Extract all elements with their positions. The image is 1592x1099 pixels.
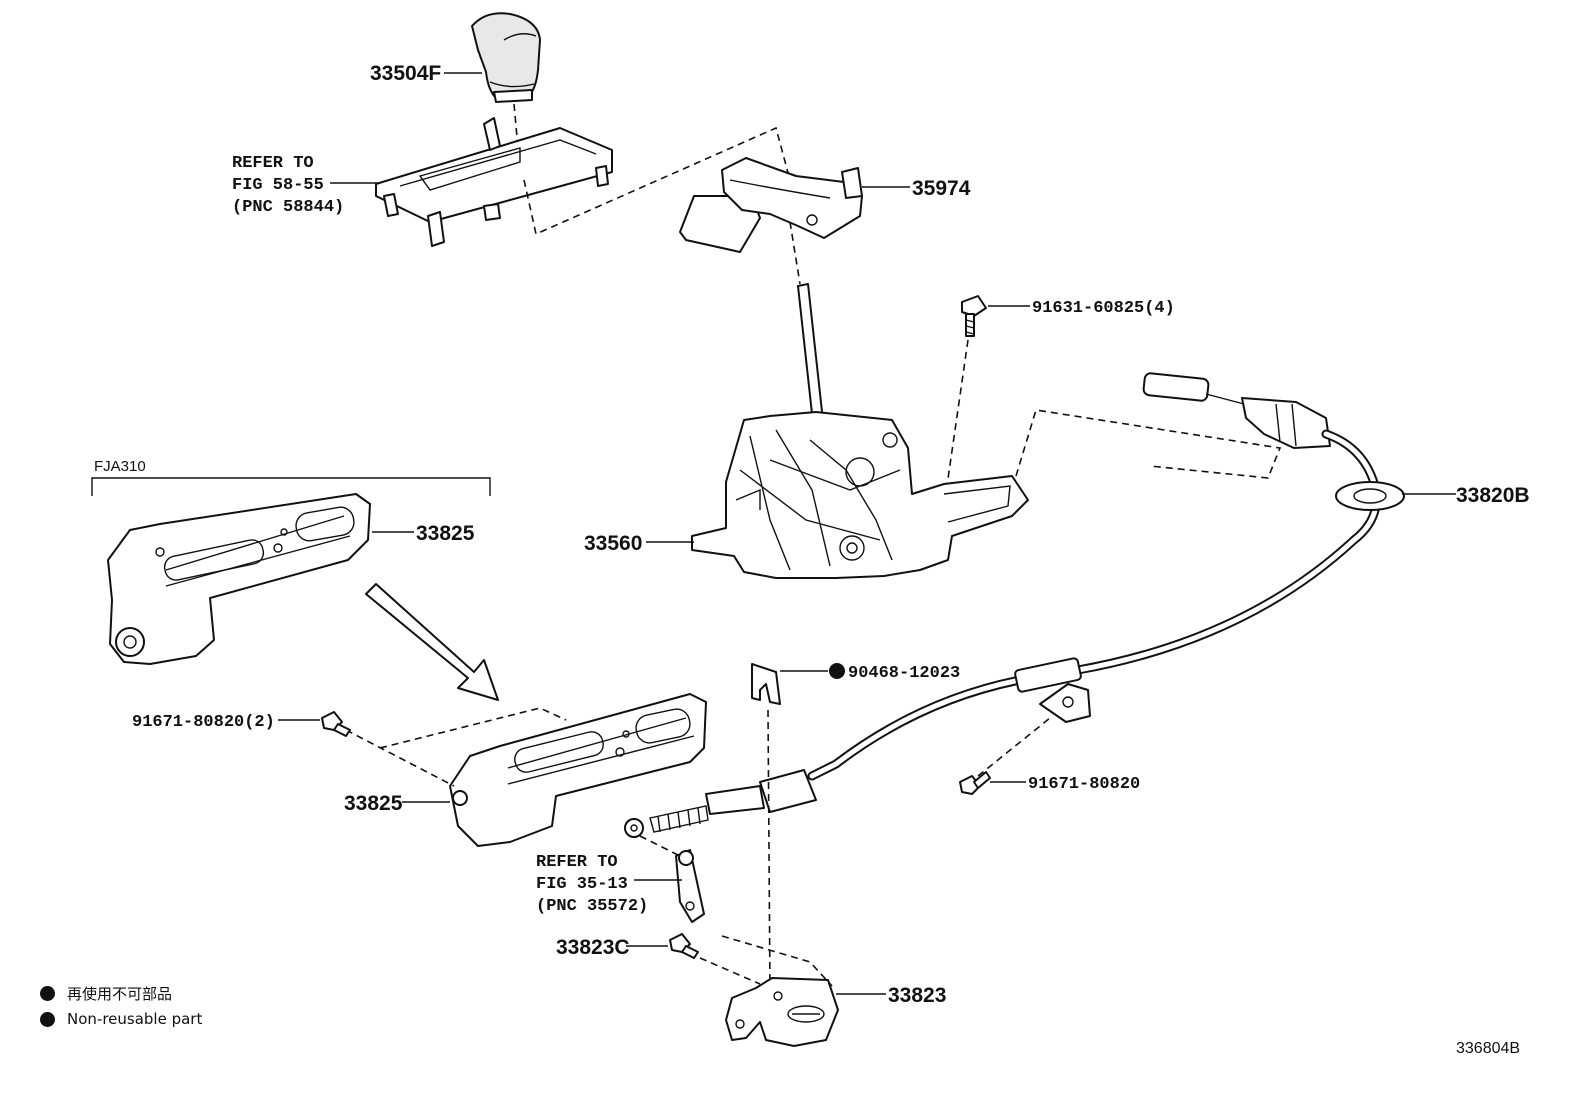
shift-knob-drawing bbox=[471, 12, 541, 103]
refer58-line2: FIG 58-55 bbox=[232, 176, 324, 195]
dash-link bbox=[639, 835, 681, 857]
label-33504F: 33504F bbox=[370, 62, 441, 85]
arrow-indicator bbox=[365, 583, 499, 701]
bracket-35974-drawing bbox=[679, 157, 863, 253]
dash-console bbox=[523, 126, 799, 236]
heat-insulator-lower-drawing bbox=[449, 693, 707, 847]
legend-row-en: Non-reusable part bbox=[40, 1006, 202, 1032]
refer58-line1: REFER TO bbox=[232, 154, 314, 173]
heat-insulator-upper-drawing bbox=[107, 493, 371, 665]
bolt-33823C-drawing bbox=[669, 933, 699, 959]
label-FJA310: FJA310 bbox=[94, 458, 146, 475]
dash-heat-lower bbox=[379, 707, 567, 749]
legend-dot-icon bbox=[40, 985, 55, 1001]
label-91631-60825: 91631-60825(4) bbox=[1032, 299, 1175, 318]
dash-shifter-cable bbox=[1015, 409, 1282, 479]
shift-cable-drawing bbox=[624, 372, 1405, 838]
label-90468-12023: 90468-12023 bbox=[848, 664, 960, 683]
variant-bracket-line bbox=[91, 477, 491, 496]
bolt-91671-2-drawing bbox=[321, 711, 351, 737]
label-35974: 35974 bbox=[912, 177, 971, 200]
dash-33823C bbox=[699, 935, 833, 987]
label-33825-bottom: 33825 bbox=[344, 792, 403, 815]
dash-35974 bbox=[789, 221, 801, 285]
shifter-assembly-drawing bbox=[691, 283, 1029, 579]
label-33560: 33560 bbox=[584, 532, 642, 555]
clip-90468-drawing bbox=[751, 663, 781, 705]
dash-91671 bbox=[977, 717, 1051, 777]
refer35-line1: REFER TO bbox=[536, 853, 618, 872]
bracket-33823-drawing bbox=[725, 977, 839, 1047]
legend: 再使用不可部品 Non-reusable part bbox=[40, 980, 202, 1032]
dash-bolt-heat bbox=[345, 729, 455, 787]
non-reusable-marker bbox=[829, 663, 845, 679]
console-plate-drawing bbox=[375, 117, 613, 247]
bolt-91671-drawing bbox=[959, 771, 991, 795]
label-91671-80820: 91671-80820 bbox=[1028, 775, 1140, 794]
refer58-line3: (PNC 58844) bbox=[232, 198, 344, 217]
label-33823: 33823 bbox=[888, 984, 946, 1007]
legend-row-ja: 再使用不可部品 bbox=[40, 980, 202, 1006]
refer35-line2: FIG 35-13 bbox=[536, 875, 628, 894]
label-33820B: 33820B bbox=[1456, 484, 1530, 507]
refer35-line3: (PNC 35572) bbox=[536, 897, 648, 916]
dash-clip bbox=[767, 709, 771, 991]
bolt-91631-drawing bbox=[961, 295, 987, 337]
legend-text-ja: 再使用不可部品 bbox=[67, 984, 173, 1003]
label-33825-top: 33825 bbox=[416, 522, 475, 545]
figure-code: 336804B bbox=[1456, 1040, 1521, 1057]
label-91671-80820-2: 91671-80820(2) bbox=[132, 713, 275, 732]
legend-text-en: Non-reusable part bbox=[67, 1010, 203, 1028]
label-33823C: 33823C bbox=[556, 936, 630, 959]
shift-lever-link-drawing bbox=[675, 849, 705, 923]
legend-dot-icon bbox=[40, 1011, 55, 1027]
